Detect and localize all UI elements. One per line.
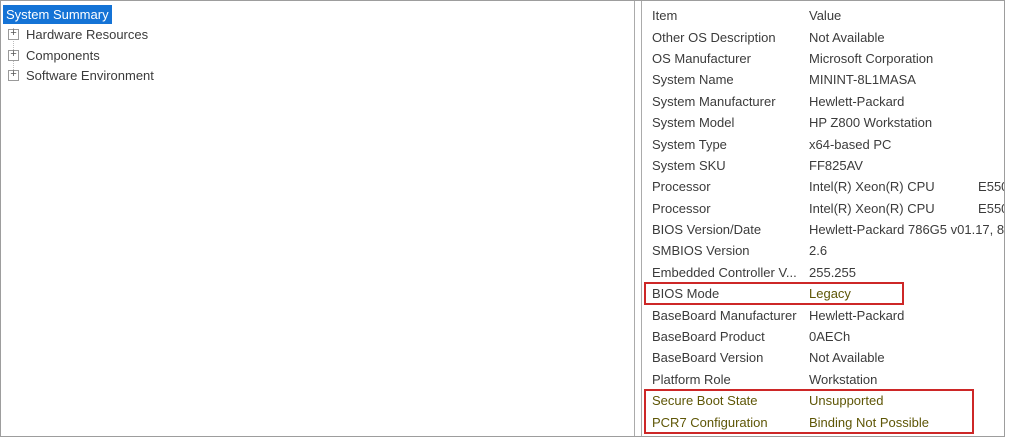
tree-item-label: System Summary [3, 4, 112, 24]
item-cell: BIOS Mode [652, 286, 720, 302]
item-cell: PCR7 Configuration [652, 414, 768, 430]
item-cell: Processor [652, 179, 711, 195]
table-row-pcr7-configuration[interactable]: PCR7 Configuration Binding Not Possible [642, 411, 1004, 432]
navigation-tree: System Summary + Hardware Resources + Compon… [1, 4, 634, 86]
table-row-system-manufacturer[interactable]: System Manufacturer Hewlett-Packard [642, 91, 1004, 112]
column-header-item: Item [652, 8, 678, 24]
tree-item-label: Software Environment [26, 68, 154, 84]
item-cell: System Type [652, 136, 727, 152]
table-row-bios-version-date[interactable]: BIOS Version/Date Hewlett-Packard 786G5 v… [642, 219, 1004, 240]
value-cell: Not Available [809, 29, 885, 45]
expand-plus-icon[interactable]: + [8, 29, 19, 41]
value-cell: MININT-8L1MASA [809, 72, 916, 88]
table-row-secure-boot-state[interactable]: Secure Boot State Unsupported [642, 390, 1004, 411]
value-cell: FF825AV [809, 157, 863, 173]
item-cell: System SKU [652, 157, 726, 173]
value-cell: Microsoft Corporation [809, 50, 934, 66]
table-row-bios-mode[interactable]: BIOS Mode Legacy [642, 283, 1004, 304]
pane-splitter[interactable] [635, 1, 641, 436]
table-row-smbios-version[interactable]: SMBIOS Version 2.6 [642, 240, 1004, 261]
tree-item-label: Components [26, 47, 100, 63]
item-cell: BIOS Version/Date [652, 222, 762, 238]
item-cell: Secure Boot State [652, 393, 758, 409]
table-row-baseboard-product[interactable]: BaseBoard Product 0AECh [642, 326, 1004, 347]
expand-plus-icon[interactable]: + [8, 49, 19, 61]
navigation-pane: System Summary + Hardware Resources + Compon… [1, 1, 635, 436]
item-cell: System Model [652, 115, 735, 131]
value-cell: Unsupported [809, 393, 884, 409]
item-cell: SMBIOS Version [652, 243, 750, 259]
table-row-processor[interactable]: Processor Intel(R) Xeon(R) CPU E5506 [642, 198, 1004, 219]
item-cell: Other OS Description [652, 29, 776, 45]
value-cell: Workstation [809, 371, 878, 387]
value-cell: Intel(R) Xeon(R) CPU E5506 [809, 179, 1004, 195]
value-cell: Intel(R) Xeon(R) CPU E5506 [809, 200, 1004, 216]
value-cell: Hewlett-Packard 786G5 v01.17, 8/ [809, 222, 1004, 238]
column-header-value: Value [809, 8, 842, 24]
table-row-baseboard-manufacturer[interactable]: BaseBoard Manufacturer Hewlett-Packard [642, 304, 1004, 325]
value-cell: 2.6 [809, 243, 828, 259]
table-row-system-model[interactable]: System Model HP Z800 Workstation [642, 112, 1004, 133]
value-cell: Hewlett-Packard [809, 307, 905, 323]
table-row-system-type[interactable]: System Type x64-based PC [642, 133, 1004, 154]
tree-item-system-summary[interactable]: System Summary [1, 4, 634, 25]
table-row-os-manufacturer[interactable]: OS Manufacturer Microsoft Corporation [642, 48, 1004, 69]
item-cell: Platform Role [652, 371, 731, 387]
item-cell: BaseBoard Version [652, 350, 764, 366]
item-cell: Processor [652, 200, 711, 216]
value-cell: 0AECh [809, 329, 851, 345]
table-row-system-sku[interactable]: System SKU FF825AV [642, 155, 1004, 176]
value-cell: Binding Not Possible [809, 414, 929, 430]
tree-item-software-environment[interactable]: + Software Environment [1, 66, 634, 87]
table-row-system-name[interactable]: System Name MININT-8L1MASA [642, 69, 1004, 90]
table-header-row: Item Value [642, 5, 1004, 26]
table-row-processor[interactable]: Processor Intel(R) Xeon(R) CPU E5506 [642, 176, 1004, 197]
table-row-platform-role[interactable]: Platform Role Workstation [642, 369, 1004, 390]
table-row-other-os-description[interactable]: Other OS Description Not Available [642, 26, 1004, 47]
item-cell: BaseBoard Manufacturer [652, 307, 797, 323]
value-cell: Hewlett-Packard [809, 93, 905, 109]
item-cell: System Name [652, 72, 734, 88]
value-cell: HP Z800 Workstation [809, 115, 933, 131]
value-cell: 255.255 [809, 264, 856, 280]
tree-item-hardware-resources[interactable]: + Hardware Resources [1, 25, 634, 46]
item-cell: BaseBoard Product [652, 329, 765, 345]
item-cell: Embedded Controller V... [652, 264, 797, 280]
value-cell: Not Available [809, 350, 885, 366]
tree-item-components[interactable]: + Components [1, 45, 634, 66]
table-row-baseboard-version[interactable]: BaseBoard Version Not Available [642, 347, 1004, 368]
item-cell: System Manufacturer [652, 93, 776, 109]
value-cell: Legacy [809, 286, 851, 302]
table-row-embedded-controller-v[interactable]: Embedded Controller V... 255.255 [642, 262, 1004, 283]
item-cell: OS Manufacturer [652, 50, 751, 66]
expand-plus-icon[interactable]: + [8, 70, 19, 82]
value-cell: x64-based PC [809, 136, 892, 152]
tree-item-label: Hardware Resources [26, 27, 149, 43]
